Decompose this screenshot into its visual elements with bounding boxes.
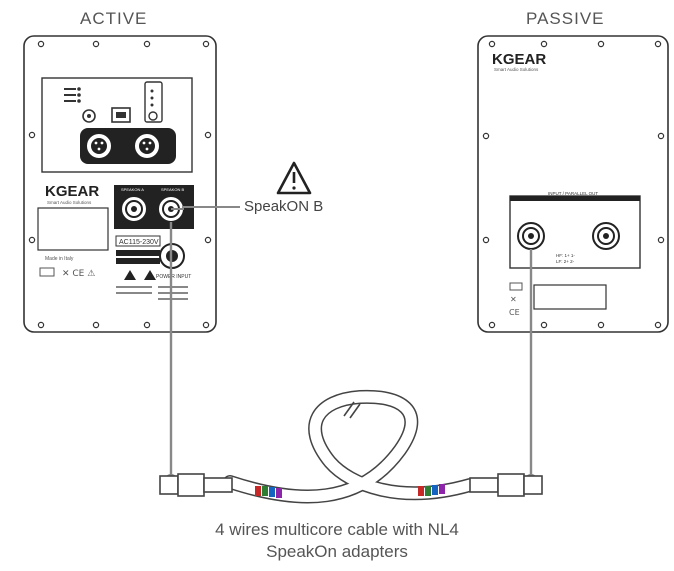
- voltage-box: [115, 235, 161, 247]
- amp-controls: [64, 87, 154, 107]
- speakon-a-label: SPEAKON A: [121, 187, 144, 192]
- passive-brand-logo: KGEAR: [492, 51, 546, 68]
- svg-text:CE: CE: [509, 308, 520, 317]
- speakon-b-callout: SpeakON B: [244, 198, 324, 215]
- xlr-input-icon: [85, 132, 113, 160]
- active-brand-logo: KGEAR: [45, 183, 99, 200]
- made-in-text: Made in Italy: [45, 256, 74, 262]
- svg-text:✕: ✕: [510, 295, 517, 304]
- passive-screw-holes: [482, 40, 665, 329]
- certification-marks: ✕ CE ⚠: [39, 267, 95, 279]
- pin-label-1: HF: 1+ 1-: [556, 253, 575, 258]
- fine-print: [116, 286, 188, 300]
- active-screw-holes: [28, 40, 212, 329]
- passive-wire-colors: [418, 484, 445, 496]
- passive-certification-marks: ✕ CE: [509, 282, 523, 317]
- caption-line-1: 4 wires multicore cable with NL4: [215, 520, 459, 539]
- passive-blank-label: [533, 284, 607, 310]
- active-brand-tagline: Smart Audio Solutions: [47, 200, 92, 205]
- active-title: ACTIVE: [80, 9, 148, 28]
- passive-panel: KGEAR Smart Audio Solutions INPUT / PARA…: [477, 35, 669, 333]
- callout-leader: [171, 206, 240, 210]
- active-wire-colors: [255, 486, 282, 498]
- active-panel: KGEAR Smart Audio Solutions Made in Ital…: [23, 35, 217, 333]
- warning-triangle-icon: [276, 161, 312, 195]
- volume-knob-icon: [82, 109, 96, 123]
- led-column: [144, 81, 163, 123]
- voltage-text: AC115-230V: [119, 239, 159, 246]
- active-nl4-adapter-icon: [159, 473, 233, 497]
- cable-lines: [169, 222, 533, 474]
- passive-title: PASSIVE: [526, 9, 605, 28]
- speakon-a-connector-icon: [120, 195, 148, 223]
- passive-input-label: INPUT / PARALLEL OUT: [548, 191, 598, 196]
- ethernet-port-icon: [111, 107, 131, 123]
- passive-speakon-1-icon: [517, 222, 545, 250]
- hazard-icons: [124, 270, 156, 280]
- passive-brand-tagline: Smart Audio Solutions: [494, 67, 539, 72]
- pin-label-2: LF: 2+ 2-: [556, 259, 575, 264]
- xlr-output-icon: [133, 132, 161, 160]
- passive-speakon-2-icon: [592, 222, 620, 250]
- active-blank-label: [37, 207, 109, 251]
- caption-line-2: SpeakOn adapters: [266, 542, 408, 561]
- svg-text:✕ CE ⚠: ✕ CE ⚠: [62, 269, 95, 279]
- passive-nl4-adapter-icon: [469, 473, 543, 497]
- power-input-label: POWER INPUT: [156, 274, 191, 280]
- speakon-b-label: SPEAKON B: [161, 187, 184, 192]
- multicore-cable: [223, 389, 477, 504]
